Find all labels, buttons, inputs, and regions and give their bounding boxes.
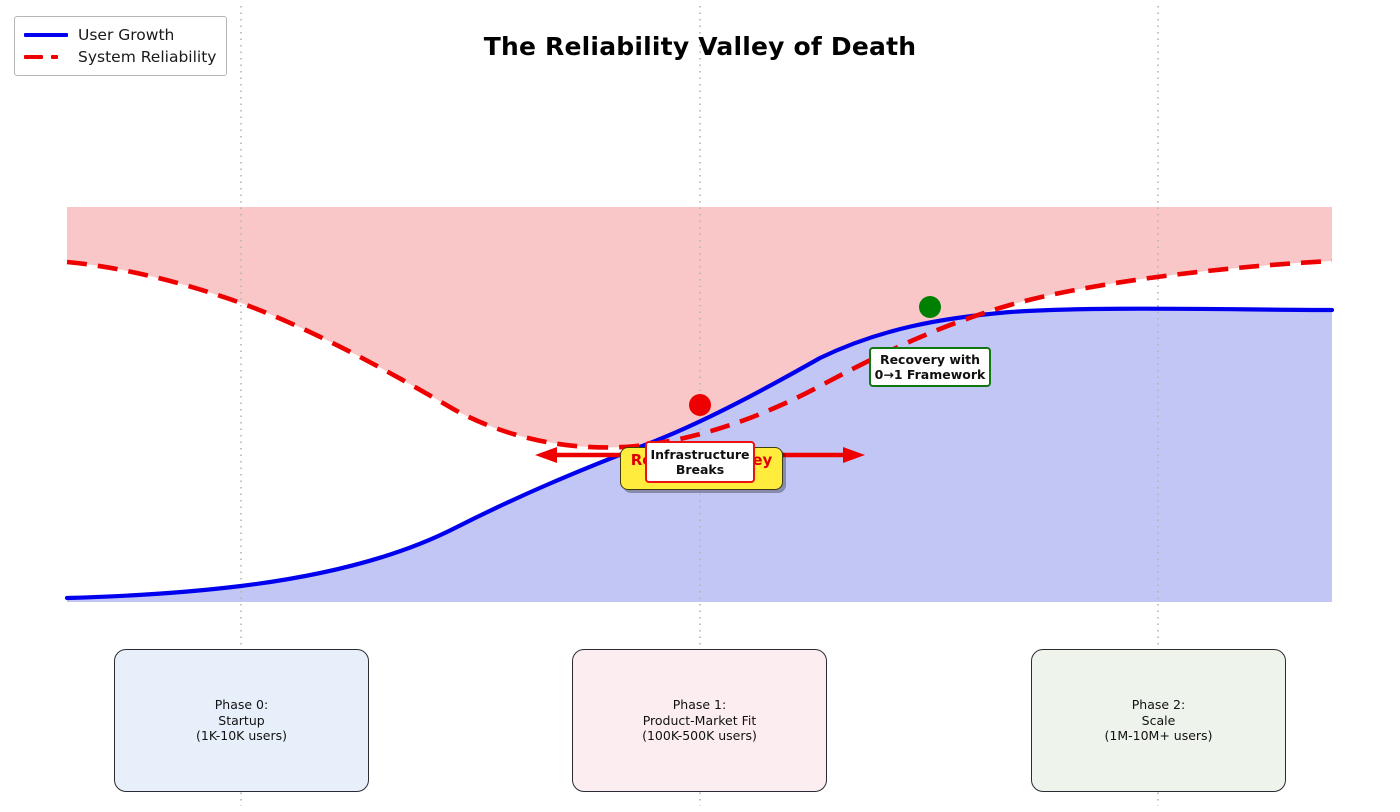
infrastructure-break-point-marker: [689, 394, 711, 416]
phase-box-2[interactable]: Phase 2: Scale (1M-10M+ users): [1031, 649, 1286, 792]
recovery-annotation: Recovery with 0→1 Framework: [869, 347, 991, 387]
phase-0-label: Phase 0: Startup (1K-10K users): [196, 697, 287, 744]
legend-item-user-growth[interactable]: User Growth: [24, 24, 216, 46]
recovery-point-marker: [919, 296, 941, 318]
infrastructure-breaks-label: Infrastructure Breaks: [650, 447, 750, 477]
legend-line-swatch-system-reliability: [24, 49, 68, 65]
chart-legend[interactable]: User Growth System Reliability: [14, 16, 228, 76]
phase-box-1[interactable]: Phase 1: Product-Market Fit (100K-500K u…: [572, 649, 827, 792]
infrastructure-breaks-annotation: Infrastructure Breaks: [645, 441, 755, 483]
recovery-label: Recovery with 0→1 Framework: [874, 352, 986, 382]
legend-label-user-growth: User Growth: [78, 26, 175, 44]
phase-box-0[interactable]: Phase 0: Startup (1K-10K users): [114, 649, 369, 792]
legend-line-swatch-user-growth: [24, 27, 68, 43]
legend-label-system-reliability: System Reliability: [78, 48, 217, 66]
chart-title: The Reliability Valley of Death: [483, 32, 917, 61]
phase-2-label: Phase 2: Scale (1M-10M+ users): [1104, 697, 1213, 744]
reliability-risk-fill: [67, 207, 1332, 448]
legend-item-system-reliability[interactable]: System Reliability: [24, 46, 216, 68]
phase-1-label: Phase 1: Product-Market Fit (100K-500K u…: [642, 697, 757, 744]
